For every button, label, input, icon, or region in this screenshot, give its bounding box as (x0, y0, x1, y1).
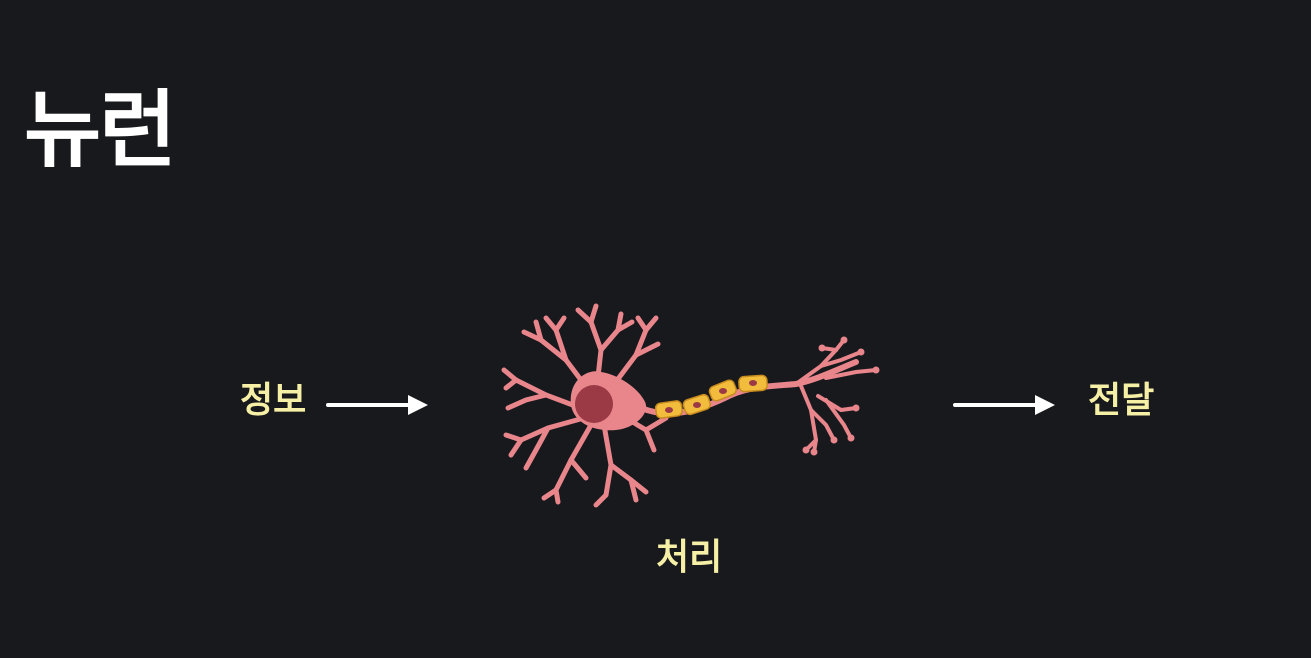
right-arrow-icon (326, 395, 428, 415)
axon-terminals (794, 338, 878, 454)
terminal-buttons (802, 336, 880, 456)
right-arrow-icon (953, 395, 1055, 415)
output-label: 전달 (1088, 380, 1155, 421)
input-label: 정보 (240, 380, 307, 421)
myelin-sheath (654, 374, 768, 419)
nucleus (575, 385, 613, 423)
dendrites (501, 303, 669, 508)
slide-title: 뉴런 (24, 81, 177, 179)
process-label: 처리 (656, 537, 723, 578)
neuron-illustration (501, 303, 880, 508)
